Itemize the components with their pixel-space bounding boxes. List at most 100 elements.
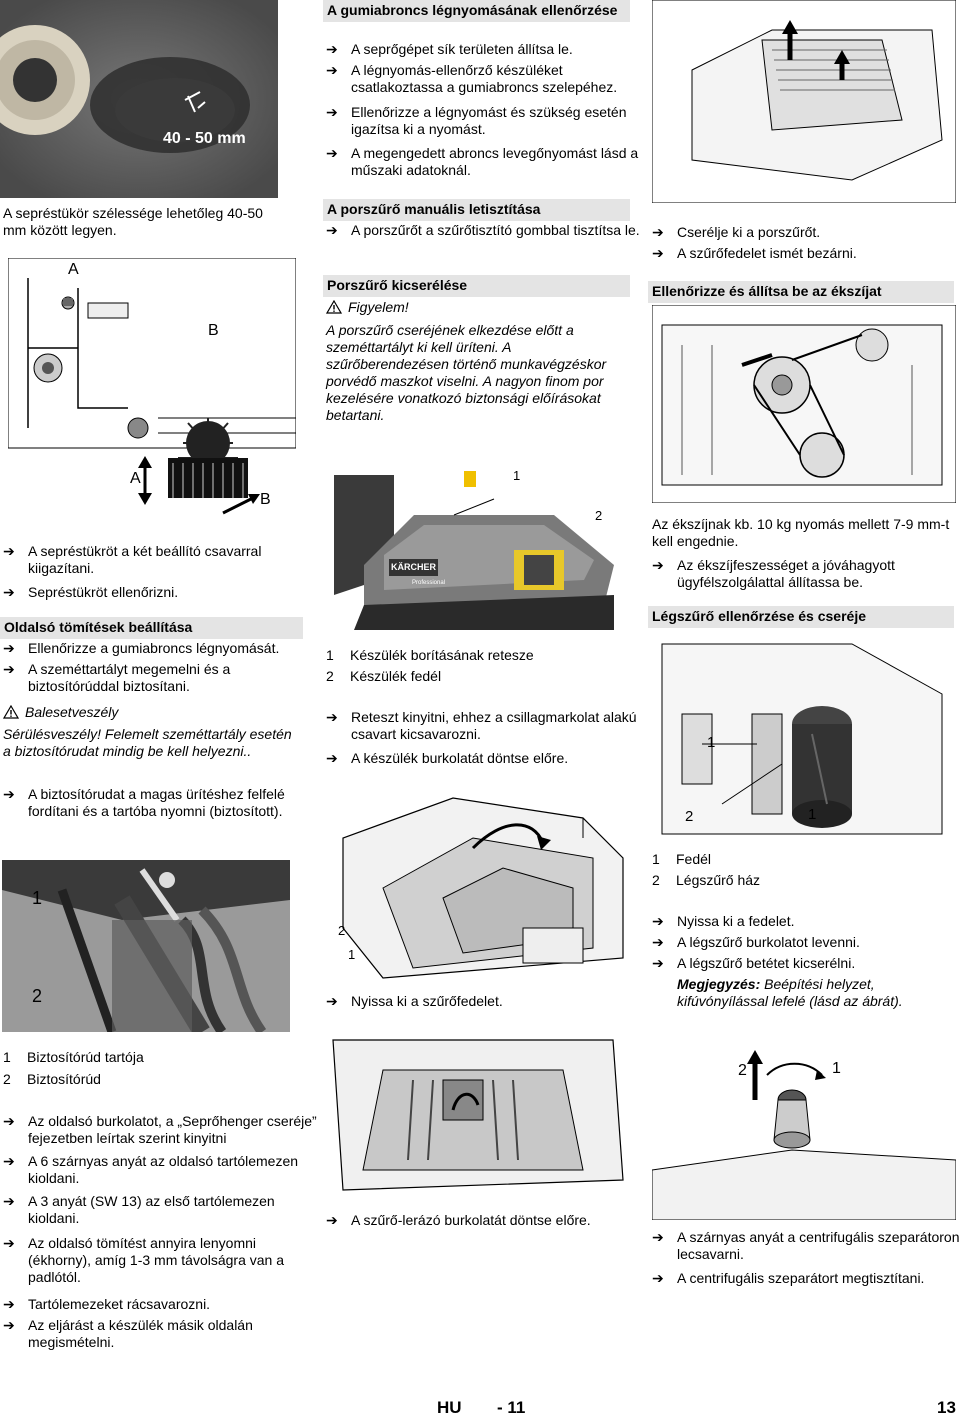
air-filter-drawing: 1 2 1 <box>652 634 956 841</box>
step-item: ➔A légszűrő burkolatot levenni. <box>652 934 860 950</box>
attention-warning-text: A porszűrő cseréjének elkezdése előtt a … <box>326 322 607 423</box>
step-item: ➔A porszűrőt a szűrőtisztító gombbal tis… <box>326 222 640 238</box>
drawing-callout-1b: 1 <box>808 806 817 823</box>
arrow-icon: ➔ <box>326 145 338 161</box>
warning-triangle-icon <box>3 705 19 719</box>
brush-pattern-illustration <box>0 0 278 198</box>
engine-belt-drawing <box>652 305 956 503</box>
drawing-callout-2: 2 <box>338 923 346 938</box>
step-item: ➔A szűrő-lerázó burkolatát döntse előre. <box>326 1212 591 1228</box>
drawing-callout-2: 2 <box>685 808 694 825</box>
arrow-icon: ➔ <box>652 224 664 240</box>
step-item: ➔A légszűrő betétet kicserélni. <box>652 955 856 971</box>
step-item: ➔A szárnyas anyát a centrifugális szepar… <box>652 1229 960 1262</box>
arrow-icon: ➔ <box>3 1153 15 1169</box>
brand-logo-sub: Professional <box>412 580 446 586</box>
machine-cover-illustration <box>334 471 614 630</box>
step-item: ➔A szűrőfedelet ismét bezárni. <box>652 245 857 261</box>
arrow-icon: ➔ <box>652 557 664 573</box>
step-item: ➔Az oldalsó burkolatot, a „Seprőhenger c… <box>3 1113 317 1146</box>
arrow-icon: ➔ <box>326 222 338 238</box>
open-filter-cover-drawing: 2 1 <box>323 778 627 983</box>
open-filter-cover-illustration <box>342 797 624 979</box>
machine-cover-photo: KÄRCHER Professional 1 2 <box>324 455 626 630</box>
figure-label-a-bottom: A <box>130 470 141 487</box>
figure-label-b-bottom: B <box>260 491 271 508</box>
arrow-icon: ➔ <box>326 104 338 120</box>
safety-bar-photo: 1 2 <box>2 860 290 1032</box>
arrow-icon: ➔ <box>3 1113 15 1129</box>
step-item: ➔A megengedett abroncs levegőnyomást lás… <box>326 145 639 178</box>
attention-warning-title: Figyelem! <box>326 299 409 316</box>
arrow-icon: ➔ <box>652 934 664 950</box>
arrow-icon: ➔ <box>652 1270 664 1286</box>
step-item: ➔A 6 szárnyas anyát az oldalsó tartóleme… <box>3 1153 299 1186</box>
step-item: ➔A centrifugális szeparátort megtisztíta… <box>652 1270 925 1286</box>
arrow-icon: ➔ <box>652 955 664 971</box>
drawing-callout-2: 2 <box>738 1062 747 1079</box>
figure-label-a-top: A <box>68 261 79 278</box>
step-item: ➔Reteszt kinyitni, ehhez a csillagmarkol… <box>326 709 637 742</box>
step-item: ➔Az eljárást a készülék másik oldalán me… <box>3 1317 253 1350</box>
step-item: ➔Ellenőrizze a gumiabroncs légnyomását. <box>3 640 280 656</box>
arrow-icon: ➔ <box>326 750 338 766</box>
filter-box-drawing <box>652 0 956 203</box>
step-item: ➔Ellenőrizze a légnyomást és szükség ese… <box>326 104 627 137</box>
arrow-icon: ➔ <box>652 245 664 261</box>
engine-belt-illustration <box>652 305 956 503</box>
centrifugal-separator-drawing: 2 1 <box>652 1040 956 1220</box>
photo-callout-2: 2 <box>595 508 603 523</box>
filter-shaker-drawing <box>323 1020 627 1195</box>
arrow-icon: ➔ <box>3 584 15 600</box>
arrow-icon: ➔ <box>652 913 664 929</box>
drawing-callout-1: 1 <box>707 734 716 751</box>
step-item: ➔A sepréstükröt a két beállító csavarral… <box>3 543 262 576</box>
accident-warning-text: Sérülésveszély! Felemelt szeméttartály e… <box>3 726 292 759</box>
v-belt-paragraph: Az ékszíjnak kb. 10 kg nyomás mellett 7-… <box>652 516 950 549</box>
adjustment-screws-drawing <box>8 258 296 515</box>
arrow-icon: ➔ <box>3 661 15 677</box>
arrow-icon: ➔ <box>3 1193 15 1209</box>
step-item: ➔A légnyomás-ellenőrző készüléket csatla… <box>326 62 618 95</box>
arrow-icon: ➔ <box>326 993 338 1009</box>
step-item: ➔Sepréstükröt ellenőrizni. <box>3 584 179 600</box>
step-item: ➔Nyissa ki a fedelet. <box>652 913 795 929</box>
step-item: ➔A szeméttartályt megemelni és a biztosí… <box>3 661 231 694</box>
arrow-icon: ➔ <box>326 709 338 725</box>
step-item: ➔A készülék burkolatát döntse előre. <box>326 750 569 766</box>
brush-pattern-photo: 40 - 50 mm <box>0 0 278 198</box>
arrow-icon: ➔ <box>3 1296 15 1312</box>
warning-triangle-icon <box>326 300 342 314</box>
drawing-callout-1: 1 <box>832 1060 841 1077</box>
filter-replacement-heading: Porszűrő kicserélése <box>323 275 630 297</box>
footer-page-number: 13 <box>937 1398 956 1417</box>
width-measure-label: 40 - 50 mm <box>163 130 246 147</box>
arrow-icon: ➔ <box>3 640 15 656</box>
installation-note: Megjegyzés: Beépítési helyzet, kifúvónyí… <box>677 976 903 1009</box>
safety-bar-illustration <box>2 860 290 1032</box>
brand-logo: KÄRCHER <box>389 559 438 576</box>
photo-callout-1: 1 <box>513 468 521 483</box>
photo-callout-2: 2 <box>32 986 43 1006</box>
tire-pressure-heading: A gumiabroncs légnyomásának ellenőrzése <box>323 0 630 22</box>
step-item: ➔Cserélje ki a porszűrőt. <box>652 224 821 240</box>
step-item: ➔Nyissa ki a szűrőfedelet. <box>326 993 503 1009</box>
arrow-icon: ➔ <box>3 543 15 559</box>
step-item: ➔Az oldalsó tömítést annyira lenyomni (é… <box>3 1235 284 1285</box>
arrow-icon: ➔ <box>3 1235 15 1251</box>
adjustment-screws-figure: A B A B <box>8 258 296 523</box>
brush-width-caption: A sepréstükör szélessége lehetőleg 40-50… <box>3 205 263 238</box>
arrow-icon: ➔ <box>652 1229 664 1245</box>
arrow-icon: ➔ <box>3 1317 15 1333</box>
step-item: ➔Az ékszíjfeszességet a jóváhagyott ügyf… <box>652 557 895 590</box>
step-item: ➔A biztosítórudat a magas ürítéshez felf… <box>3 786 285 819</box>
photo-callout-1: 1 <box>32 888 43 908</box>
step-item: ➔A 3 anyát (SW 13) az első tartólemezen … <box>3 1193 275 1226</box>
step-item: ➔A seprőgépet sík területen állítsa le. <box>326 41 573 57</box>
step-item: ➔Tartólemezeket rácsavarozni. <box>3 1296 211 1312</box>
figure-label-b-top: B <box>208 322 219 339</box>
